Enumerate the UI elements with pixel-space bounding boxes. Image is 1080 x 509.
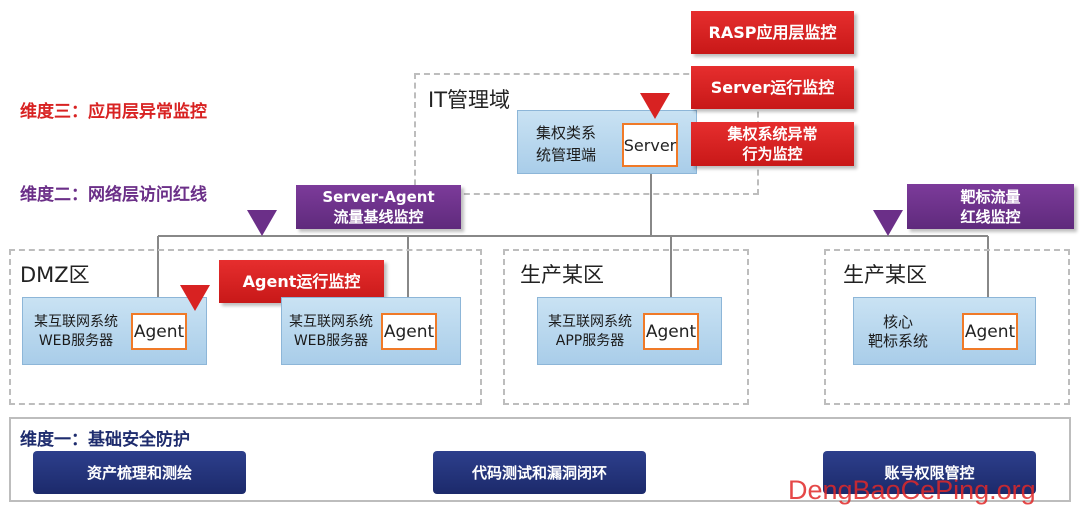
production-app-server[interactable] <box>537 297 722 365</box>
dmz-web-server-1-agent[interactable]: Agent <box>131 313 187 350</box>
production-zone-b <box>824 249 1070 405</box>
production-zone-a-title: 生产某区 <box>520 263 604 287</box>
centralized-system-label: 集权类系 统管理端 <box>535 124 596 164</box>
asset-mapping-item: 资产梳理和测绘 <box>33 451 246 494</box>
dmz-zone <box>9 249 482 405</box>
code-testing-item: 代码测试和漏洞闭环 <box>433 451 646 494</box>
account-permission-item: 账号权限管控 <box>823 451 1036 494</box>
target-monitor-marker-icon <box>873 210 903 236</box>
network-monitor-marker-icon <box>247 210 277 236</box>
watermark-text: DengBaoCePing.org <box>788 475 1036 505</box>
dimension-three-label: 维度三：应用层异常监控 <box>20 102 207 122</box>
centralized-anomaly-monitor-tag: 集权系统异常 行为监控 <box>691 122 854 166</box>
server-agent-baseline-tag: Server-Agent 流量基线监控 <box>296 185 461 229</box>
core-target-system-label: 核心 靶标系统 <box>867 313 928 350</box>
rasp-monitor-tag: RASP应用层监控 <box>691 11 854 54</box>
dimension-one-label: 维度一：基础安全防护 <box>20 430 190 450</box>
agent-monitor-marker-icon <box>180 285 210 311</box>
it-zone-title: IT管理域 <box>428 88 511 112</box>
production-zone-b-title: 生产某区 <box>843 263 927 287</box>
dmz-zone-title: DMZ区 <box>20 263 90 287</box>
core-target-system-agent[interactable]: Agent <box>962 313 1018 350</box>
server-node[interactable]: Server <box>622 123 678 167</box>
production-app-server-agent[interactable]: Agent <box>643 313 699 350</box>
dmz-web-server-2-label: 某互联网系统 WEB服务器 <box>289 314 373 349</box>
baseline-security-panel <box>9 417 1071 502</box>
server-run-monitor-tag: Server运行监控 <box>691 66 854 109</box>
production-app-server-label: 某互联网系统 APP服务器 <box>548 314 632 349</box>
agent-run-monitor-tag: Agent运行监控 <box>219 260 384 303</box>
dimension-two-label: 维度二：网络层访问红线 <box>20 185 207 205</box>
target-flow-redline-tag: 靶标流量 红线监控 <box>907 184 1074 229</box>
server-monitor-marker-icon <box>640 93 670 119</box>
dmz-web-server-1-label: 某互联网系统 WEB服务器 <box>34 314 118 349</box>
dmz-web-server-2-agent[interactable]: Agent <box>381 313 437 350</box>
production-zone-a <box>503 249 749 405</box>
